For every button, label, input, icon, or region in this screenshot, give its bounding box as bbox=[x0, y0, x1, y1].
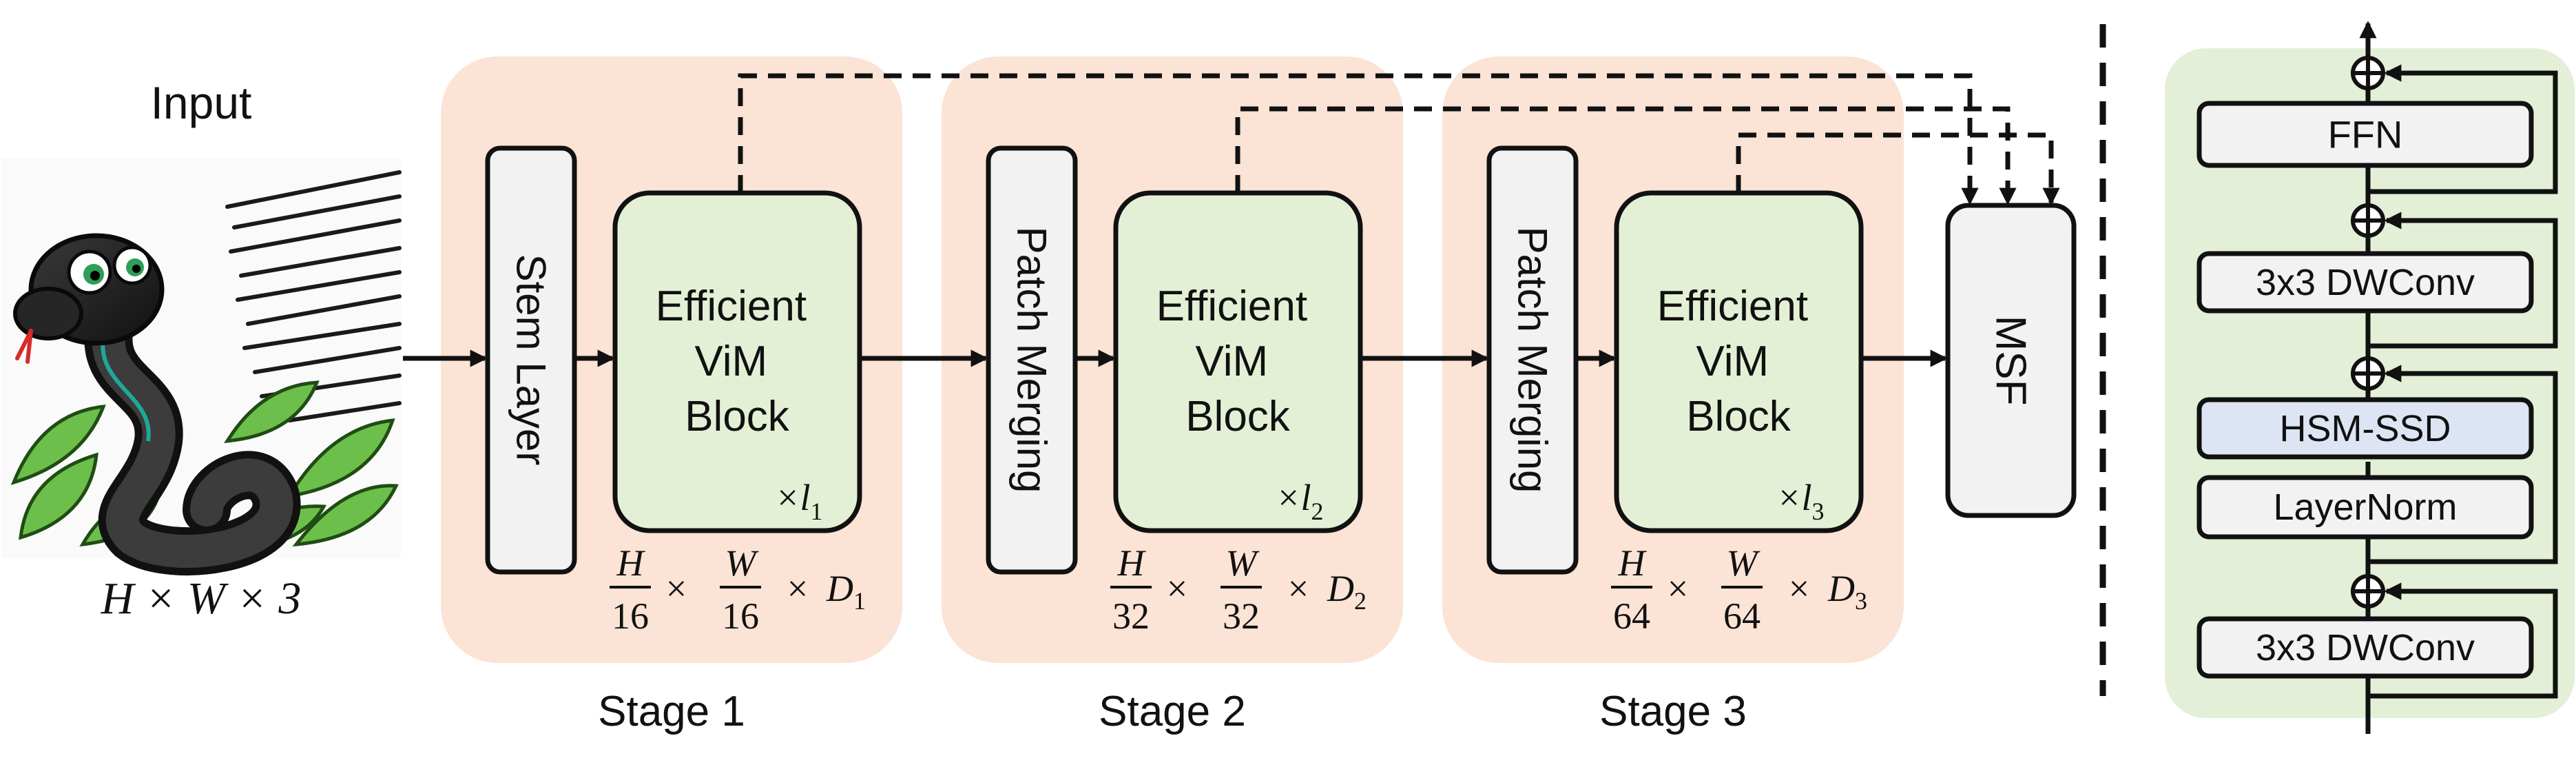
res1-h-den: 16 bbox=[612, 595, 649, 637]
dwconv-top-label: 3x3 DWConv bbox=[2256, 262, 2475, 303]
input-dims: H × W × 3 bbox=[101, 573, 302, 624]
res2-depth: D2 bbox=[1327, 568, 1367, 615]
block-detail-panel: FFN 3x3 DWConv HSM-SSD LayerNorm 3x3 DWC… bbox=[2165, 21, 2575, 734]
residual-skip-2 bbox=[2368, 365, 2558, 564]
res3-h-num: H bbox=[1618, 542, 1648, 584]
resolution-stage-3: H 64 × W 64 × D3 bbox=[1611, 542, 1867, 637]
layernorm-label: LayerNorm bbox=[2273, 487, 2457, 528]
res2-h-den: 32 bbox=[1112, 595, 1150, 637]
repeat-l2: ×l2 bbox=[1276, 477, 1323, 525]
res1-w-num: W bbox=[725, 542, 760, 584]
res2-d: D bbox=[1327, 568, 1354, 609]
repeat-l1-sub: 1 bbox=[810, 498, 822, 525]
res1-h-num: H bbox=[616, 542, 646, 584]
add-node-1 bbox=[2351, 574, 2385, 609]
efficient-vim-block-1 bbox=[612, 190, 862, 533]
residual-skip-3 bbox=[2368, 212, 2558, 349]
input-title: Input bbox=[151, 77, 252, 128]
stage-1: Stem Layer Efficient ViM Block ×l1 H 16 … bbox=[485, 145, 866, 735]
add-node-2 bbox=[2351, 356, 2385, 391]
stem-layer-label: Stem Layer bbox=[508, 254, 554, 466]
res2-times-2: × bbox=[1288, 568, 1309, 609]
skip-stage-1-to-msf bbox=[738, 73, 1979, 205]
patch-merging-3-label: Patch Merging bbox=[1510, 227, 1556, 493]
vim-block-2-line-2: ViM bbox=[1196, 338, 1269, 385]
residual-skip-1 bbox=[2368, 582, 2558, 699]
stage-1-label: Stage 1 bbox=[598, 688, 745, 735]
msf-label: MSF bbox=[1987, 316, 2035, 406]
res1-w-den: 16 bbox=[722, 595, 759, 637]
repeat-l1-base: ×l bbox=[775, 477, 810, 518]
add-node-4 bbox=[2351, 56, 2385, 90]
vim-block-1-line-3: Block bbox=[685, 393, 790, 440]
input-snake-image bbox=[1, 158, 402, 575]
skip-connections bbox=[738, 73, 2060, 205]
hsm-ssd-label: HSM-SSD bbox=[2279, 408, 2451, 449]
res1-times-1: × bbox=[666, 568, 687, 609]
resolution-stage-2: H 32 × W 32 × D2 bbox=[1110, 542, 1367, 637]
dwconv-top-block bbox=[2196, 251, 2534, 314]
res2-w-num: W bbox=[1226, 542, 1260, 584]
vim-block-3-line-3: Block bbox=[1686, 393, 1791, 440]
res1-d-sub: 1 bbox=[853, 587, 866, 615]
res3-depth: D3 bbox=[1827, 568, 1867, 615]
dwconv-bottom-block bbox=[2196, 616, 2534, 679]
repeat-l3-sub: 3 bbox=[1811, 498, 1824, 525]
res2-times-1: × bbox=[1167, 568, 1187, 609]
dwconv-bottom-label: 3x3 DWConv bbox=[2256, 627, 2475, 668]
input-section: Input bbox=[1, 77, 402, 624]
res3-d-sub: 3 bbox=[1855, 587, 1867, 615]
input-dims-text: H × W × 3 bbox=[101, 573, 302, 624]
repeat-l3-base: ×l bbox=[1776, 477, 1811, 518]
skip-stage-3-to-msf bbox=[1736, 132, 2060, 205]
vim-block-3-line-1: Efficient bbox=[1657, 283, 1808, 330]
patch-merging-2-label: Patch Merging bbox=[1009, 227, 1055, 493]
res1-d: D bbox=[826, 568, 853, 609]
repeat-l2-base: ×l bbox=[1276, 477, 1311, 518]
vim-block-3-text: Efficient ViM Block bbox=[1657, 283, 1820, 440]
stage-3: Patch Merging Efficient ViM Block ×l3 H … bbox=[1486, 145, 1867, 735]
res3-times-2: × bbox=[1789, 568, 1809, 609]
stage-2-label: Stage 2 bbox=[1099, 688, 1246, 735]
ffn-label: FFN bbox=[2328, 113, 2403, 156]
res2-d-sub: 2 bbox=[1354, 587, 1367, 615]
vim-block-2-line-1: Efficient bbox=[1156, 283, 1307, 330]
vim-block-2-line-3: Block bbox=[1185, 393, 1291, 440]
repeat-l1: ×l1 bbox=[775, 477, 822, 525]
res1-depth: D1 bbox=[826, 568, 866, 615]
stage-2: Patch Merging Efficient ViM Block ×l2 H … bbox=[986, 145, 1367, 735]
res3-w-num: W bbox=[1727, 542, 1761, 584]
ffn-block bbox=[2196, 101, 2534, 168]
repeat-l3: ×l3 bbox=[1776, 477, 1824, 525]
res3-w-den: 64 bbox=[1723, 595, 1760, 637]
resolution-stage-1: H 16 × W 16 × D1 bbox=[610, 542, 866, 637]
layernorm-block bbox=[2196, 475, 2534, 540]
msf-section: MSF bbox=[1945, 203, 2077, 518]
repeat-l2-sub: 2 bbox=[1311, 498, 1323, 525]
add-node-3 bbox=[2351, 203, 2385, 238]
res3-h-den: 64 bbox=[1613, 595, 1650, 637]
vim-block-1-text: Efficient ViM Block bbox=[656, 283, 819, 440]
res2-h-num: H bbox=[1117, 542, 1147, 584]
res2-w-den: 32 bbox=[1223, 595, 1260, 637]
vim-block-2-text: Efficient ViM Block bbox=[1156, 283, 1320, 440]
res1-times-2: × bbox=[787, 568, 808, 609]
vim-block-3-line-2: ViM bbox=[1696, 338, 1769, 385]
residual-skip-4 bbox=[2368, 64, 2558, 194]
res3-times-1: × bbox=[1668, 568, 1688, 609]
skip-stage-2-to-msf bbox=[1235, 106, 2017, 205]
res3-d: D bbox=[1827, 568, 1855, 609]
msf-block bbox=[1945, 203, 2077, 518]
stage-3-label: Stage 3 bbox=[1599, 688, 1747, 735]
vim-block-1-line-2: ViM bbox=[695, 338, 768, 385]
hsm-ssd-block bbox=[2196, 397, 2534, 460]
vim-block-1-line-1: Efficient bbox=[656, 283, 807, 330]
